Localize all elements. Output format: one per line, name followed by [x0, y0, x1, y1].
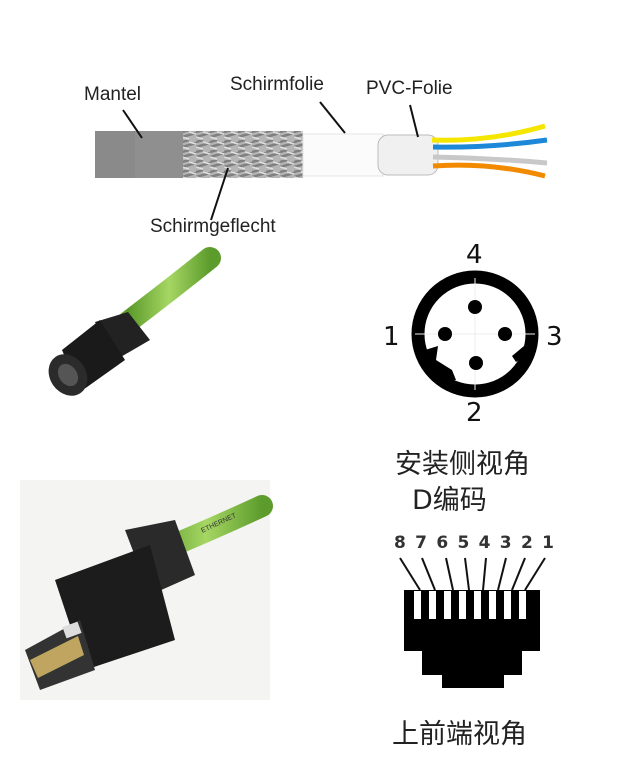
m12-pin-3 [498, 327, 512, 341]
wire-blue [432, 137, 548, 150]
cable-braid [183, 131, 303, 178]
cable-shield-foil [302, 133, 384, 177]
label-mantel: Mantel [84, 84, 142, 105]
m12-pin-label-3: 3 [546, 322, 563, 352]
m12-pin-label-4: 4 [466, 240, 483, 270]
rj45-pinout-diagram [399, 557, 546, 688]
rj45-pin-labels: 8 7 6 5 4 3 2 1 [394, 533, 554, 553]
label-pvc-folie: PVC-Folie [366, 78, 453, 99]
rj45-pin-label: 8 [394, 533, 406, 553]
wire-yellow [431, 123, 546, 143]
rj45-pin-label: 2 [520, 533, 533, 553]
m12-caption-coding: D编码 [412, 485, 487, 516]
m12-caption-view: 安装侧视角 [395, 449, 530, 480]
m12-pin-2 [469, 356, 483, 370]
rj45-pin-label: 1 [542, 533, 554, 553]
m12-connector-photo [48, 247, 221, 396]
label-schirmgeflecht: Schirmgeflecht [150, 216, 276, 237]
rj45-connector-photo [20, 480, 273, 700]
cable-jacket [95, 131, 135, 178]
m12-pinout-diagram [411, 270, 539, 398]
m12-pin-label-1: 1 [383, 322, 400, 352]
rj45-pin-label: 4 [478, 533, 491, 553]
cable-pvc-foil [377, 134, 439, 176]
m12-pin-1 [438, 327, 452, 341]
m12-pin-label-2: 2 [466, 398, 483, 428]
rj45-pin-label: 5 [457, 533, 470, 553]
rj45-pin-label: 6 [436, 533, 449, 553]
wire-orange [432, 162, 546, 179]
rj45-caption: 上前端视角 [392, 719, 527, 750]
label-schirmfolie: Schirmfolie [230, 74, 324, 95]
m12-pin-4 [468, 300, 482, 314]
rj45-pin-label: 7 [415, 533, 427, 553]
shielded-cable-illustration [95, 101, 548, 221]
wire-grey [432, 154, 548, 166]
rj45-pin-label: 3 [499, 533, 512, 553]
